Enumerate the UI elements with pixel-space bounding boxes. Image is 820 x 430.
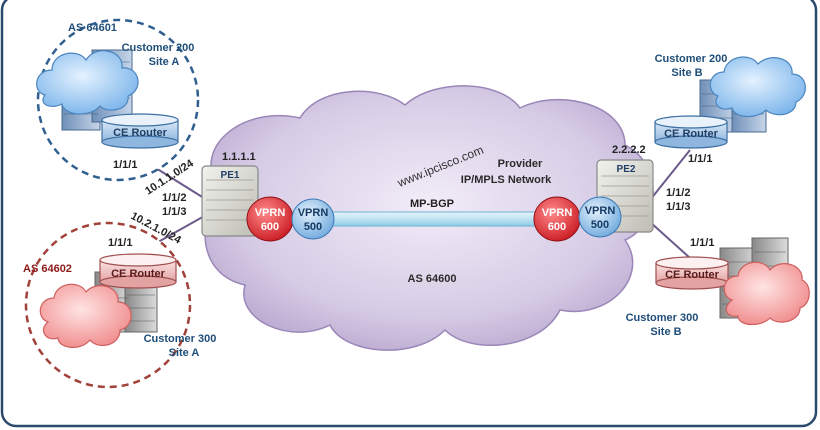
site-a-label: Site A [149,56,180,68]
router-icon [101,113,179,149]
ip-mpls-network-label: IP/MPLS Network [461,174,552,186]
pe2-label: PE2 [617,164,636,175]
cloud-icon [709,56,806,118]
router-icon [654,115,728,149]
as-64601-label: AS 64601 [68,22,117,34]
ce-router-label: CE Router [664,128,719,140]
pe1-port-label: 1/1/2 [162,192,186,204]
cloud-icon [723,261,810,326]
router-icon [99,253,177,289]
pe-router-icon [201,165,259,237]
provider-label: Provider [498,158,543,170]
vprn-600-pe1: VPRN 600 [246,196,294,242]
customer-200-site-b-label: Customer 200 [655,53,728,65]
pe2-port-label: 1/1/2 [666,187,690,199]
customer-300-site-b-label: Customer 300 [626,312,699,324]
svg-text:500: 500 [304,221,322,233]
site-b-label: Site B [650,326,681,338]
link-pe2-ce300b [649,221,691,259]
svg-text:VPRN: VPRN [542,207,573,219]
pe2-ip-label: 2.2.2.2 [612,144,646,156]
site-b-label: Site B [671,67,702,79]
ce200a-port-label: 1/1/1 [113,159,137,171]
customer-300-site-a-label: Customer 300 [144,333,217,345]
vprn-600-pe2: VPRN 600 [533,196,581,242]
mp-bgp-tunnel [317,211,547,227]
pe1-label: PE1 [221,170,240,181]
site-a-label: Site A [169,347,200,359]
svg-text:VPRN: VPRN [255,207,286,219]
vprn-500-pe1: VPRN 500 [291,198,335,240]
svg-text:VPRN: VPRN [298,207,329,219]
ce-router-label: CE Router [113,127,168,139]
cloud-icon [39,283,132,348]
ce300b-port-label: 1/1/1 [690,237,714,249]
ce200b-port-label: 1/1/1 [688,153,712,165]
customer-200-site-a-label: Customer 200 [122,42,195,54]
router-icon [655,256,729,290]
cloud-icon [36,50,139,115]
pe1-port-label: 1/1/3 [162,206,186,218]
as-64602-label: AS 64602 [23,263,72,275]
svg-text:600: 600 [548,221,566,233]
ce-router-label: CE Router [665,269,720,281]
pe1-ip-label: 1.1.1.1 [222,151,256,163]
svg-text:VPRN: VPRN [585,205,616,217]
pe2-port-label: 1/1/3 [666,201,690,213]
svg-text:500: 500 [591,219,609,231]
as-64600-label: AS 64600 [408,273,457,285]
ce-router-label: CE Router [111,268,166,280]
mp-bgp-label: MP-BGP [410,198,454,210]
link-pe2-ce200b [649,149,691,201]
svg-text:600: 600 [261,221,279,233]
vprn-500-pe2: VPRN 500 [578,196,622,238]
ce300a-port-label: 1/1/1 [108,237,132,249]
